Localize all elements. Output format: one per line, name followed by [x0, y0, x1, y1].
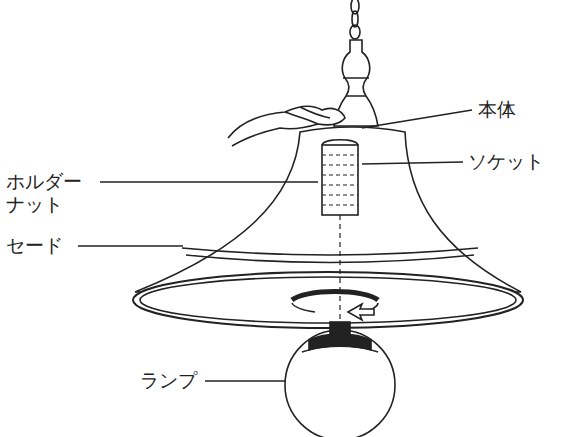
- part-label: セード: [6, 234, 63, 257]
- part-label: ホルダー ナット: [6, 170, 94, 216]
- part-label: ランプ: [140, 369, 197, 392]
- part-label: 本体: [478, 98, 516, 121]
- part-label: ソケット: [468, 150, 544, 173]
